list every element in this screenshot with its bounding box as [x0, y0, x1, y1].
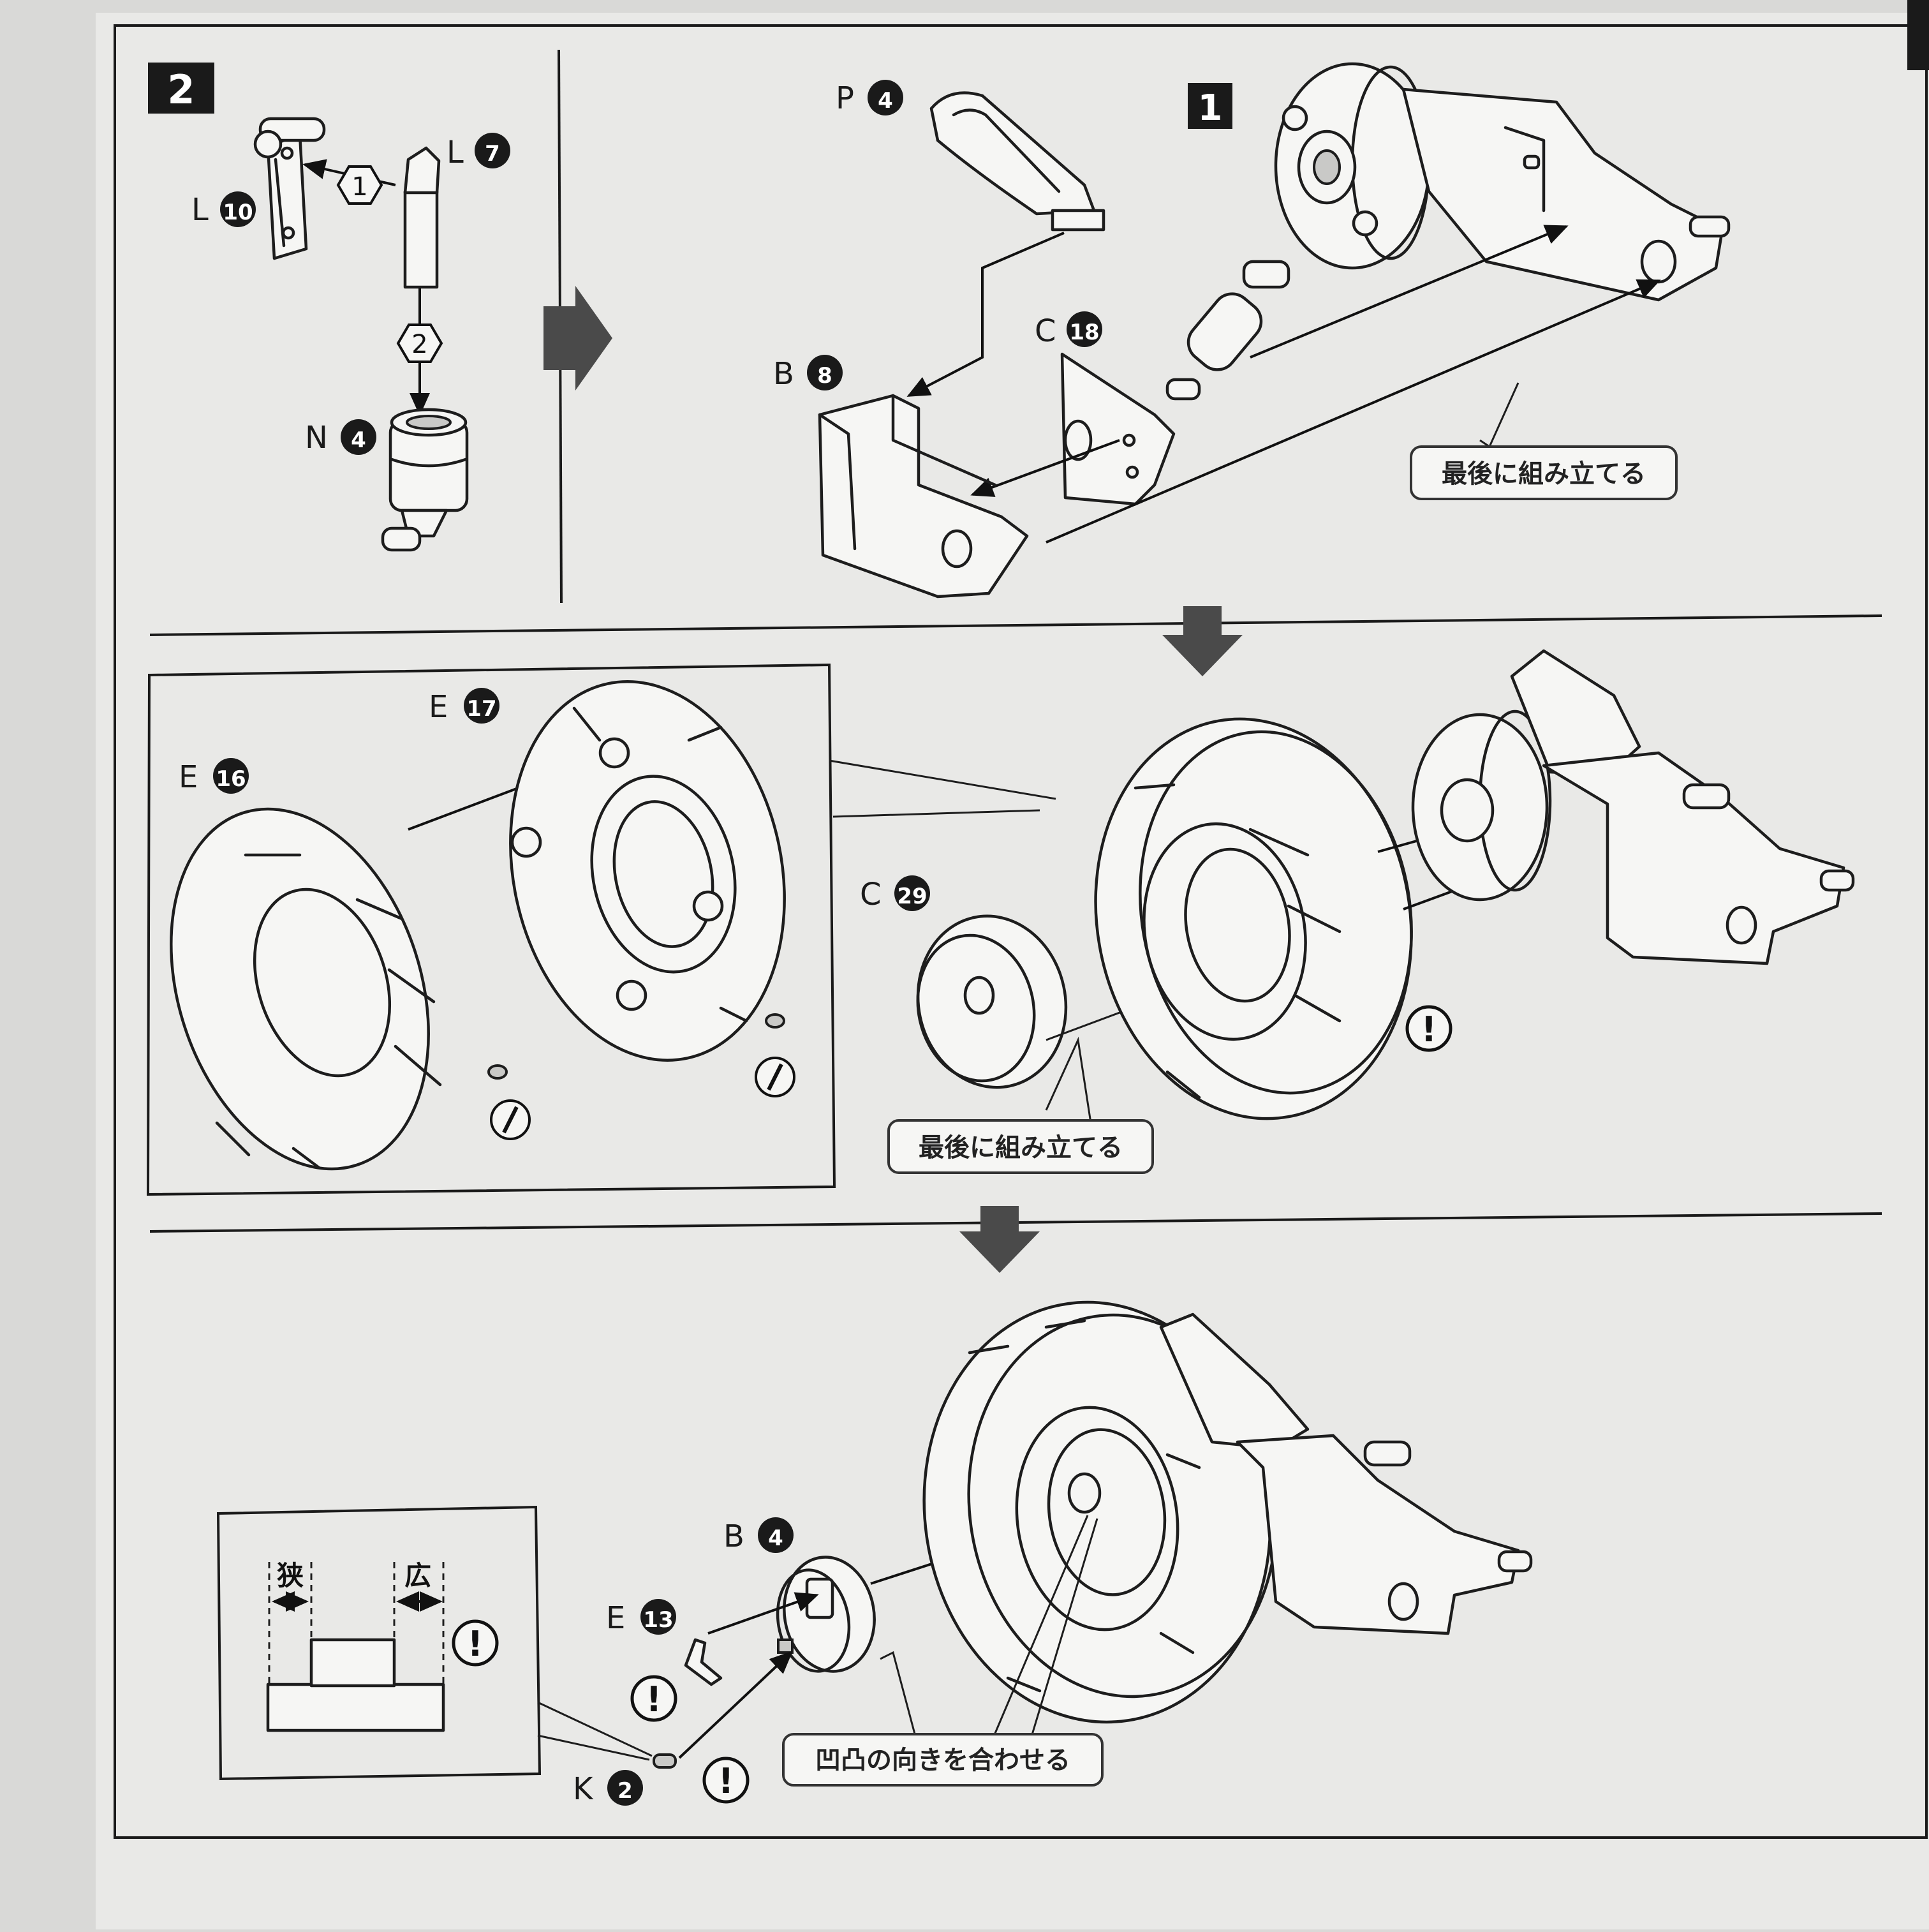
flow-arrow-down-2 — [959, 1206, 1040, 1273]
step1-box: 1 — [1188, 83, 1232, 129]
svg-text:C: C — [1035, 313, 1056, 349]
caution-detail: ! — [452, 1619, 499, 1667]
svg-text:L: L — [191, 192, 209, 228]
svg-text:!: ! — [718, 1761, 734, 1801]
note-align-notch: 凹凸の向きを合わせる — [782, 1733, 1104, 1787]
svg-text:1: 1 — [351, 172, 367, 202]
part-p4-pedal — [929, 91, 1105, 232]
svg-text:!: ! — [646, 1679, 662, 1720]
svg-text:E: E — [429, 689, 448, 725]
label-e16: E 16 — [179, 758, 249, 795]
label-c29: C 29 — [860, 875, 930, 912]
part-c29-cap — [916, 914, 1068, 1089]
label-b8: B 8 — [773, 355, 843, 392]
svg-text:最後に組み立てる: 最後に組み立てる — [919, 1133, 1123, 1163]
caution-disc: ! — [1405, 1005, 1452, 1052]
caution-k2: ! — [702, 1757, 750, 1804]
svg-text:2: 2 — [411, 330, 427, 359]
label-k2: K 2 — [573, 1770, 643, 1807]
part-b8-block — [818, 394, 1029, 598]
svg-text:7: 7 — [485, 141, 500, 167]
part-hub-assembly-mid — [1411, 649, 1855, 965]
step2-number: 2 — [167, 66, 195, 113]
svg-text:B: B — [723, 1519, 744, 1554]
label-p4: P 4 — [836, 80, 903, 116]
label-e13: E 13 — [606, 1599, 676, 1636]
svg-text:K: K — [573, 1771, 594, 1807]
svg-text:4: 4 — [878, 88, 893, 114]
svg-text:凹凸の向きを合わせる: 凹凸の向きを合わせる — [815, 1746, 1070, 1775]
gate-mark-e17 — [755, 1013, 795, 1097]
svg-text:10: 10 — [223, 200, 253, 225]
svg-text:E: E — [179, 759, 198, 795]
flow-arrow-right — [543, 286, 612, 390]
part-e16-disc — [170, 807, 442, 1171]
svg-text:16: 16 — [216, 766, 246, 792]
label-l10: L 10 — [191, 191, 256, 228]
part-k2-pin — [653, 1753, 677, 1769]
svg-text:!: ! — [1421, 1009, 1437, 1050]
detail-zoom-box — [146, 663, 836, 1196]
svg-text:4: 4 — [768, 1526, 783, 1551]
part-hub-assembly — [1274, 62, 1731, 302]
part-cylinder-mounted — [1165, 260, 1290, 401]
part-e13-clip — [684, 1638, 723, 1686]
svg-text:!: ! — [468, 1624, 484, 1664]
label-b4: B 4 — [723, 1517, 794, 1554]
part-b4-hubcap — [776, 1556, 876, 1673]
label-l7: L 7 — [447, 133, 510, 170]
detail-callout-box — [216, 1505, 542, 1781]
svg-text:8: 8 — [817, 363, 832, 389]
note-assemble-last-top: 最後に組み立てる — [1410, 445, 1678, 500]
svg-text:P: P — [836, 80, 854, 116]
svg-text:4: 4 — [351, 427, 366, 453]
detail-notch-diagram — [266, 1562, 445, 1732]
label-narrow: 狭 — [277, 1560, 304, 1591]
svg-text:17: 17 — [466, 696, 496, 722]
order-mark-2: 2 — [396, 323, 443, 363]
part-n4-canister — [381, 408, 469, 552]
order-mark-1: 1 — [336, 165, 383, 205]
part-c18-plate — [1060, 352, 1176, 506]
svg-text:最後に組み立てる: 最後に組み立てる — [1442, 459, 1646, 489]
svg-text:E: E — [606, 1600, 625, 1636]
flow-arrow-down-1 — [1162, 606, 1243, 676]
part-e17-disc — [509, 680, 786, 1062]
note-assemble-last-mid: 最後に組み立てる — [887, 1119, 1154, 1174]
part-l10-bracket — [253, 117, 326, 260]
svg-text:13: 13 — [643, 1607, 673, 1633]
svg-text:18: 18 — [1069, 320, 1099, 345]
svg-text:B: B — [773, 356, 794, 392]
page-frame — [114, 24, 1928, 1839]
step2-box: 2 — [148, 63, 214, 114]
svg-text:L: L — [447, 135, 464, 170]
divider-top — [149, 614, 1882, 636]
svg-text:N: N — [305, 420, 328, 456]
part-assembled-disc — [1094, 717, 1413, 1120]
caution-e13: ! — [630, 1675, 677, 1722]
svg-text:29: 29 — [897, 884, 927, 909]
svg-text:2: 2 — [617, 1778, 633, 1804]
step1-number: 1 — [1198, 87, 1223, 129]
label-e17: E 17 — [429, 688, 499, 725]
part-final-assembly — [922, 1300, 1533, 1724]
label-c18: C 18 — [1035, 311, 1102, 349]
part-l7-rod — [403, 146, 441, 289]
svg-text:C: C — [860, 877, 882, 912]
label-wide: 広 — [404, 1560, 431, 1591]
gate-mark-e16 — [487, 1064, 531, 1140]
label-n4: N 4 — [305, 419, 376, 456]
